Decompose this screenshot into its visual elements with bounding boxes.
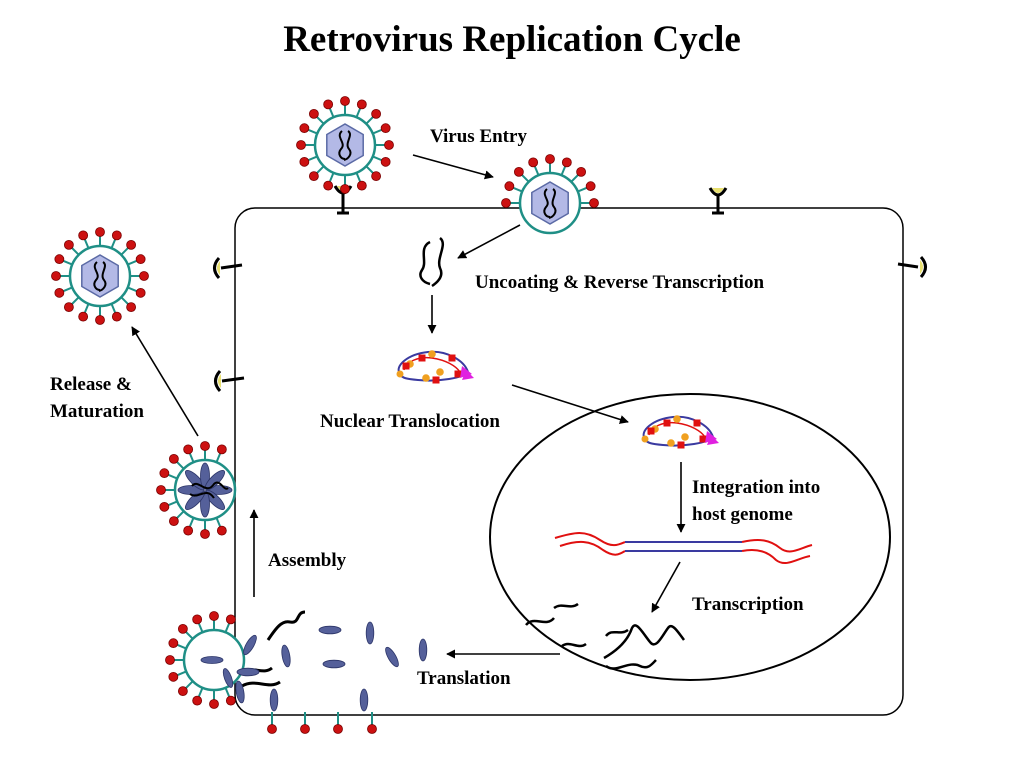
label-release-line2: Maturation [50,401,144,422]
rna-strand-icon [419,237,445,288]
protein-icon [236,667,260,677]
receptors [213,185,927,393]
virion-icon [501,154,599,235]
protein-icon [318,625,342,635]
label-virus-entry: Virus Entry [430,126,527,147]
capsid-icon [326,123,364,167]
receptor-icon [897,255,927,279]
arrow-icon [412,154,494,180]
page-title: Retrovirus Replication Cycle [283,19,741,60]
label-translation: Translation [417,668,511,689]
envelope-protein-icon [300,712,310,734]
label-uncoating: Uncoating & Reverse Transcription [475,272,765,293]
capsid-icon [531,181,569,225]
protein-icon [281,644,291,668]
transcript-rna [525,602,686,670]
protein-icon [365,621,375,645]
label-assembly: Assembly [268,550,347,571]
arrow-icon [457,224,521,259]
arrow-icon [651,561,681,613]
protein-icon [243,634,257,656]
protein-icon [385,646,399,668]
protein-icon [222,668,234,688]
host-dna-icon [554,532,813,565]
virion-icon [296,96,394,194]
virions [51,96,599,734]
envelope-protein-icon [333,712,343,734]
label-integration-line2: host genome [692,504,793,525]
label-nuclear-translocation: Nuclear Translocation [320,411,500,432]
protein-icon [418,638,428,662]
nucleus [489,393,891,681]
proteins [235,621,428,712]
protein-icon [269,688,279,712]
label-integration-line1: Integration into [692,477,821,498]
preintegration-complex-icon [641,415,719,449]
protein-icon [235,680,245,704]
arrows [131,154,686,659]
arrow-icon [511,384,629,424]
receptor-icon [214,369,245,393]
protein-icon [200,656,224,664]
protein-icon [322,659,346,669]
capsid-icon [81,254,119,298]
receptor-icon [708,187,728,215]
envelope-protein-icon [267,712,277,734]
preintegration-complex-icon [396,350,474,384]
receptor-icon [213,256,243,280]
virion-icon [156,441,237,539]
label-transcription: Transcription [692,594,804,615]
arrow-icon [131,326,199,437]
virion-icon [165,611,246,709]
virion-icon [51,227,149,325]
label-release-line1: Release & [50,374,132,395]
envelope-protein-icon [367,712,377,734]
protein-icon [359,688,369,712]
